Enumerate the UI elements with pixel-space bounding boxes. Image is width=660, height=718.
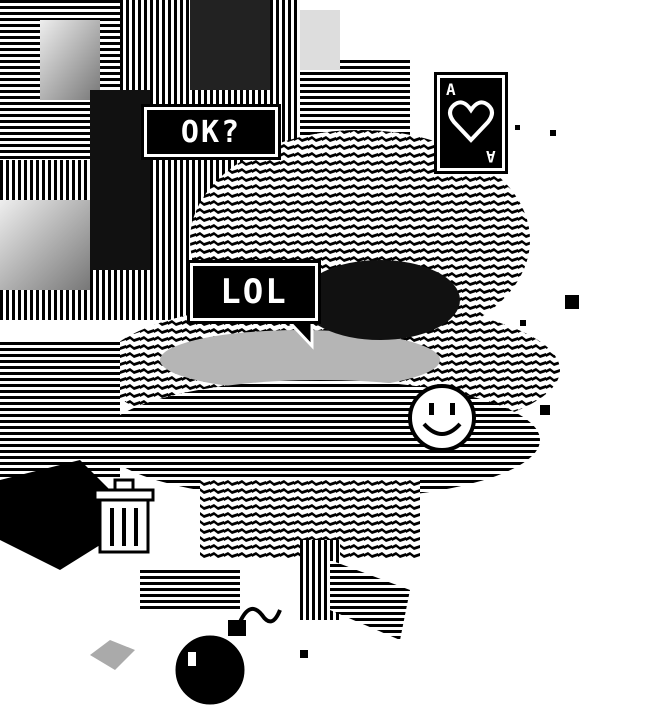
floating-terrain	[0, 130, 560, 670]
playing-card-ace-of-hearts: A A	[434, 72, 508, 174]
bomb-icon	[172, 606, 282, 708]
buildings	[0, 0, 410, 320]
card-rank-inverted: A	[486, 147, 496, 166]
speech-bubble-ok: OK?	[141, 104, 281, 160]
trash-can-icon	[93, 478, 155, 554]
debris-particles	[300, 125, 579, 658]
card-rank: A	[446, 80, 456, 99]
speech-bubble-lol: LOL	[187, 260, 321, 324]
heart-icon	[448, 100, 494, 143]
smiley-face-icon	[408, 384, 476, 452]
